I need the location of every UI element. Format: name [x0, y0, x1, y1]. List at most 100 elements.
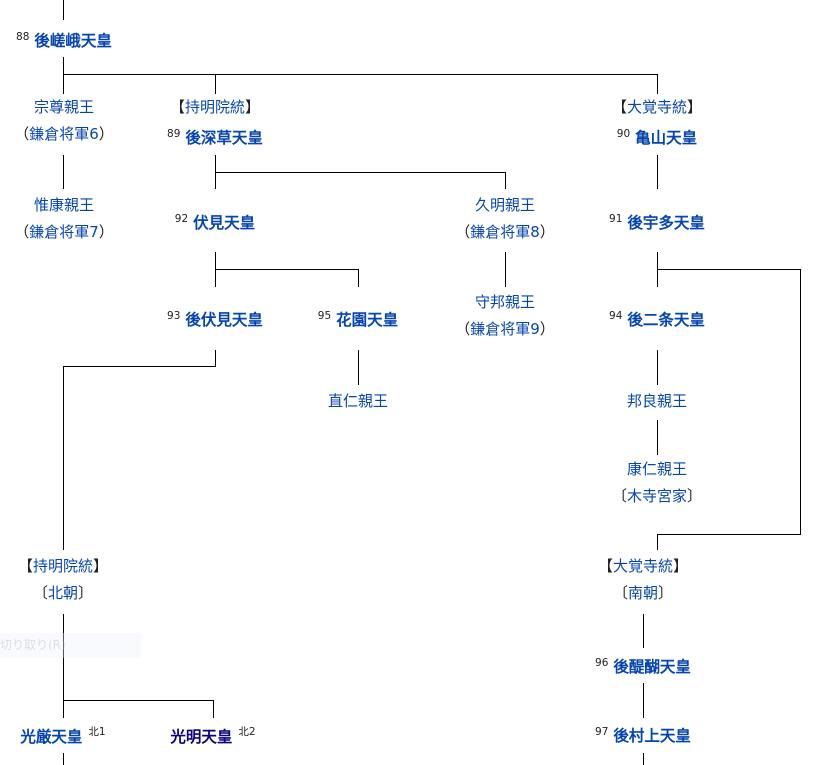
node-jimyoin-northern: 【持明院統】 〔北朝〕	[0, 553, 126, 607]
emperor-link-gonijo[interactable]: 後二条天皇	[627, 311, 705, 329]
connector-line	[63, 0, 64, 20]
emperor-link-gouda[interactable]: 後宇多天皇	[627, 214, 705, 232]
emperor-number: 94	[609, 310, 623, 322]
connector-line	[63, 366, 216, 367]
connector-line	[657, 269, 800, 270]
bracket: 】	[245, 98, 261, 116]
node-gonijo: 94 後二条天皇	[582, 303, 732, 334]
emperor-link-gomurakami[interactable]: 後村上天皇	[613, 727, 691, 745]
connector-line	[657, 534, 658, 550]
house-link-kidera[interactable]: 木寺宮家	[626, 487, 687, 505]
connector-line	[215, 74, 216, 94]
node-daikakuji-southern: 【大覚寺統】 〔南朝〕	[568, 553, 718, 607]
context-menu-ghost: 切り取り(R)	[0, 633, 141, 658]
bracket: 【	[17, 557, 33, 575]
prince-link-naohito[interactable]: 直仁親王	[327, 392, 388, 410]
emperor-number: 93	[167, 310, 181, 322]
emperor-number: 96	[595, 657, 609, 669]
node-hisaaki: 久明親王 （鎌倉将軍8）	[430, 192, 580, 246]
emperor-link-godaigo[interactable]: 後醍醐天皇	[613, 658, 691, 676]
bracket: 〕	[658, 584, 674, 602]
paren: （	[14, 223, 30, 241]
connector-line	[63, 57, 64, 94]
connector-line	[505, 252, 506, 287]
connector-line	[63, 753, 64, 765]
paren: 〕	[687, 487, 703, 505]
emperor-link-gofukakusa[interactable]: 後深草天皇	[185, 129, 263, 147]
court-link-southern[interactable]: 南朝	[627, 584, 658, 602]
paren: ）	[98, 125, 114, 143]
paren: （	[14, 125, 30, 143]
lineage-link-daikakuji[interactable]: 大覚寺統	[626, 98, 687, 116]
connector-line	[215, 172, 505, 173]
prince-link-morikuni[interactable]: 守邦親王	[474, 293, 535, 311]
emperor-link-kameyama[interactable]: 亀山天皇	[635, 129, 698, 147]
emperor-link-hanazono[interactable]: 花園天皇	[336, 311, 399, 329]
node-godaigo: 96 後醍醐天皇	[568, 650, 718, 681]
prince-link-hisaaki[interactable]: 久明親王	[474, 196, 535, 214]
lineage-link-jimyoin[interactable]: 持明院統	[184, 98, 245, 116]
node-koreyasu: 惟康親王 （鎌倉将軍7）	[0, 192, 128, 246]
connector-line	[505, 172, 506, 189]
connector-line	[800, 269, 801, 534]
shogun-link[interactable]: 鎌倉将軍7	[29, 223, 99, 241]
emperor-link-gofushimi[interactable]: 後伏見天皇	[185, 311, 263, 329]
connector-line	[657, 155, 658, 189]
emperor-link-kogon[interactable]: 光厳天皇	[20, 728, 83, 746]
emperor-link-fushimi[interactable]: 伏見天皇	[193, 214, 256, 232]
bracket: 】	[93, 557, 109, 575]
bracket: 〔	[32, 584, 48, 602]
connector-line	[63, 614, 64, 718]
court-link-northern[interactable]: 北朝	[47, 584, 78, 602]
bracket: 〕	[78, 584, 94, 602]
emperor-link-gosaga[interactable]: 後嵯峨天皇	[34, 32, 112, 50]
paren: 〔	[611, 487, 627, 505]
prince-link-munetaka[interactable]: 宗尊親王	[33, 98, 94, 116]
paren: （	[455, 223, 471, 241]
connector-line	[63, 700, 213, 701]
connector-line	[643, 753, 644, 765]
paren: （	[455, 320, 471, 338]
paren: ）	[539, 223, 555, 241]
paren: ）	[98, 223, 114, 241]
connector-line	[358, 350, 359, 385]
prince-link-kuniyoshi[interactable]: 邦良親王	[626, 392, 687, 410]
prince-link-yasuhito[interactable]: 康仁親王	[626, 460, 687, 478]
lineage-link-daikakuji[interactable]: 大覚寺統	[612, 557, 673, 575]
connector-line	[215, 269, 358, 270]
bracket: 〔	[612, 584, 628, 602]
connector-line	[643, 614, 644, 648]
emperor-number: 91	[609, 213, 623, 225]
bracket: 】	[673, 557, 689, 575]
connector-line	[63, 366, 64, 550]
node-morikuni: 守邦親王 （鎌倉将軍9）	[430, 289, 580, 343]
prince-link-koreyasu[interactable]: 惟康親王	[33, 196, 94, 214]
shogun-link[interactable]: 鎌倉将軍9	[470, 320, 540, 338]
connector-line	[657, 534, 801, 535]
connector-line	[657, 74, 658, 94]
node-gofushimi: 93 後伏見天皇	[140, 303, 290, 334]
bracket: 【	[611, 98, 627, 116]
northern-number: 北2	[238, 726, 256, 738]
node-gomurakami: 97 後村上天皇	[568, 719, 718, 750]
connector-line	[63, 74, 657, 75]
connector-line	[657, 350, 658, 385]
emperor-link-komyo[interactable]: 光明天皇	[170, 728, 233, 746]
node-kuniyoshi: 邦良親王	[582, 388, 732, 415]
emperor-number: 97	[595, 726, 609, 738]
shogun-link[interactable]: 鎌倉将軍6	[29, 125, 99, 143]
connector-line	[358, 269, 359, 287]
emperor-number: 92	[174, 213, 189, 225]
emperor-number: 88	[16, 31, 30, 43]
node-komyo: 光明天皇北2	[150, 719, 276, 751]
emperor-number: 89	[167, 128, 181, 140]
shogun-link[interactable]: 鎌倉将軍8	[470, 223, 540, 241]
bracket: 【	[169, 98, 185, 116]
lineage-link-jimyoin[interactable]: 持明院統	[32, 557, 93, 575]
node-yasuhito: 康仁親王 〔木寺宮家〕	[582, 456, 732, 510]
note: （鎌倉将軍6）	[0, 121, 128, 148]
node-gosaga: 88 後嵯峨天皇	[0, 24, 128, 55]
node-munetaka: 宗尊親王 （鎌倉将軍6）	[0, 94, 128, 148]
